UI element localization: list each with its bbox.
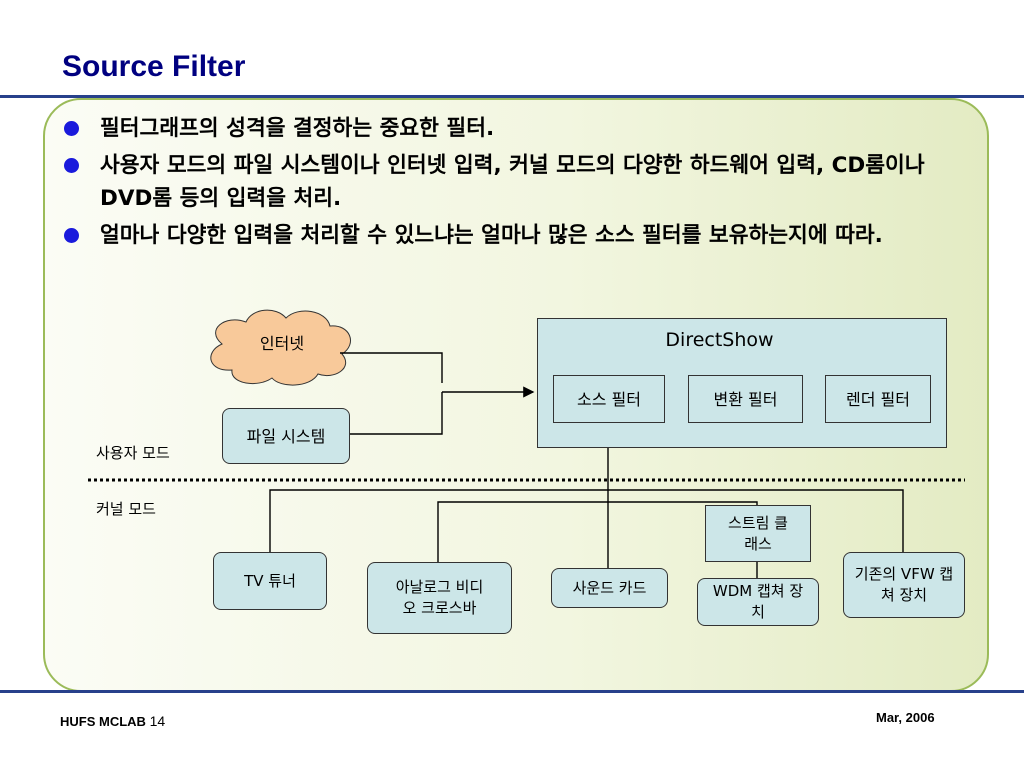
bullet-item: 필터그래프의 성격을 결정하는 중요한 필터. xyxy=(62,112,962,145)
connector-file-system xyxy=(350,392,443,435)
footer-org: HUFS MCLAB 14 xyxy=(60,713,166,729)
bullet-item: 사용자 모드의 파일 시스템이나 인터넷 입력, 커널 모드의 다양한 하드웨어… xyxy=(62,149,962,215)
wdm-capture-box: WDM 캡쳐 장치 xyxy=(697,578,819,626)
slide-title: Source Filter xyxy=(62,50,246,83)
directshow-label: DirectShow xyxy=(665,329,774,351)
tv-tuner-box: TV 튜너 xyxy=(213,552,327,610)
sound-card-box: 사운드 카드 xyxy=(551,568,668,608)
render-filter-box: 렌더 필터 xyxy=(825,375,931,423)
bullet-dot-icon xyxy=(64,158,79,173)
connector-inner xyxy=(437,501,758,562)
file-system-box: 파일 시스템 xyxy=(222,408,350,464)
analog-video-crossbar-box: 아날로그 비디오 크로스바 xyxy=(367,562,512,634)
internet-cloud-icon xyxy=(210,309,352,386)
transform-filter-box: 변환 필터 xyxy=(688,375,803,423)
bullet-dot-icon xyxy=(64,228,79,243)
kernel-mode-label: 커널 모드 xyxy=(96,500,156,518)
title-rule xyxy=(0,95,1024,98)
user-mode-label: 사용자 모드 xyxy=(96,444,170,462)
connector-outer xyxy=(269,489,904,552)
footer-rule xyxy=(0,690,1024,693)
internet-label: 인터넷 xyxy=(259,334,305,353)
bullet-item: 얼마나 다양한 입력을 처리할 수 있느냐는 얼마나 많은 소스 필터를 보유하… xyxy=(62,219,962,252)
connector-internet xyxy=(340,352,443,383)
page-number: 14 xyxy=(149,713,166,729)
bullet-list: 필터그래프의 성격을 결정하는 중요한 필터. 사용자 모드의 파일 시스템이나… xyxy=(62,112,962,256)
bullet-dot-icon xyxy=(64,121,79,136)
source-filter-box: 소스 필터 xyxy=(553,375,665,423)
stream-class-box: 스트림 클래스 xyxy=(705,505,811,562)
vfw-capture-box: 기존의 VFW 캡쳐 장치 xyxy=(843,552,965,618)
footer-date: Mar, 2006 xyxy=(876,710,935,725)
